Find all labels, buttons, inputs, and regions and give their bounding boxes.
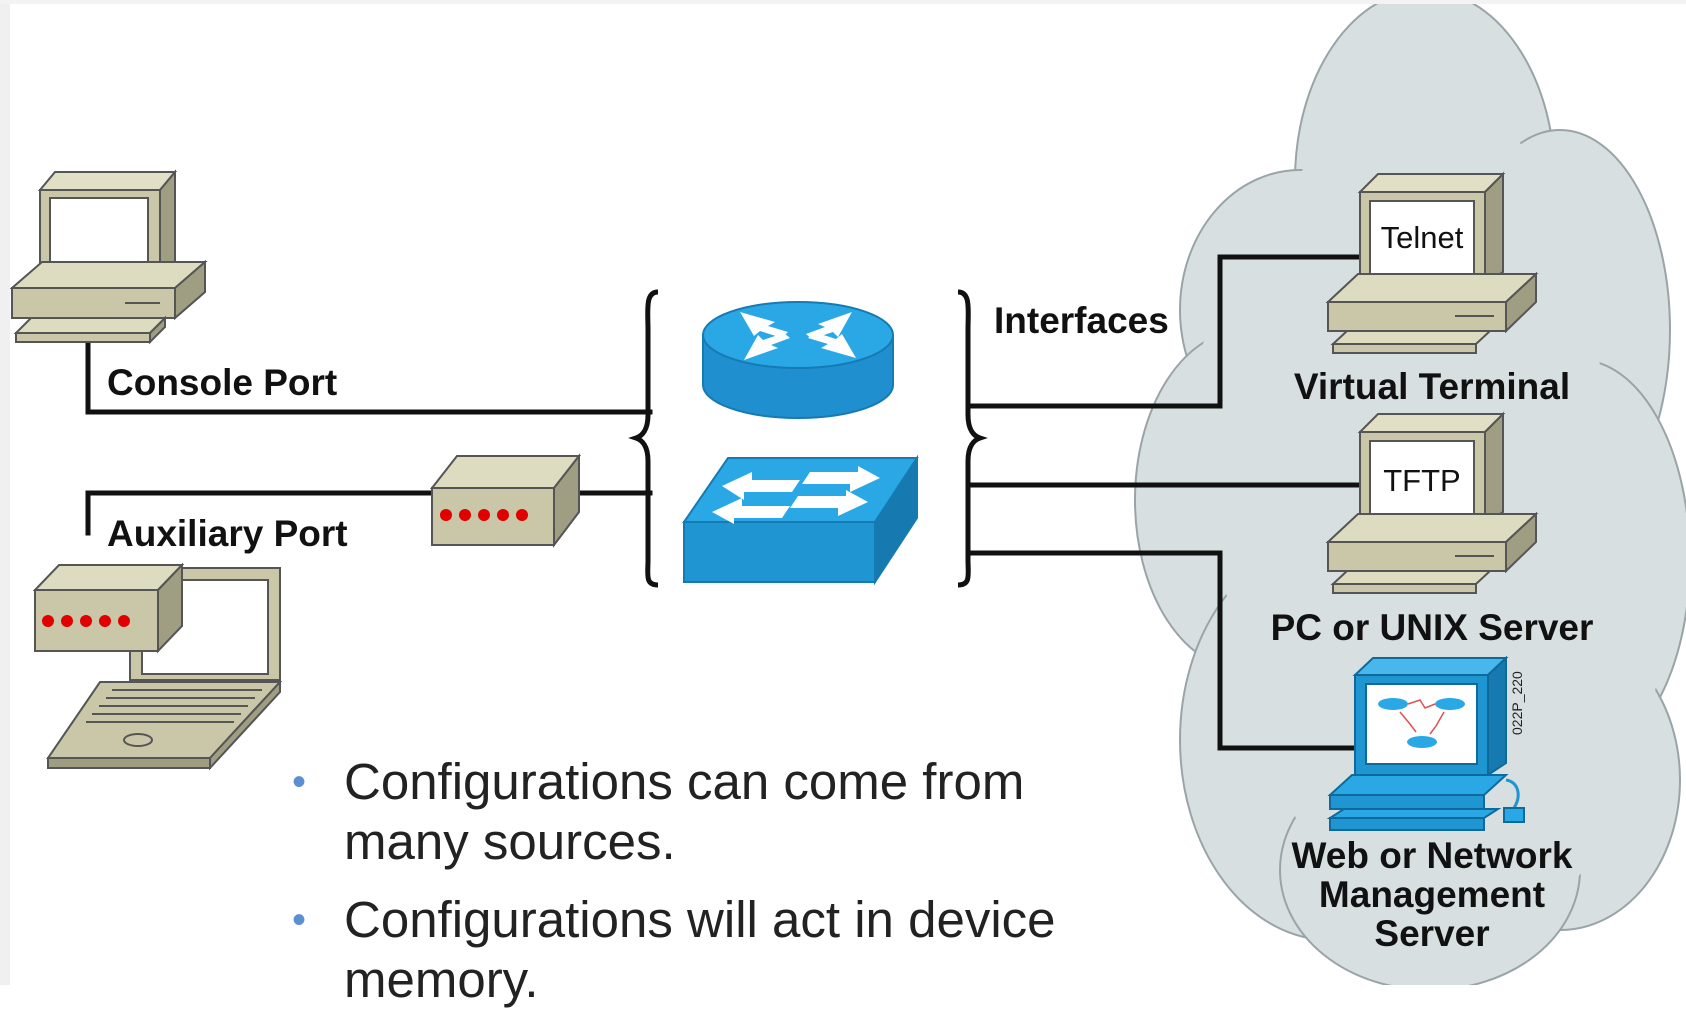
telnet-pc-icon — [1325, 171, 1539, 354]
pc-unix-server-label: PC or UNIX Server — [1271, 607, 1594, 648]
diagram-stage: Telnet TFTP 02 — [0, 0, 1686, 985]
bullet-list: Configurations can come from many source… — [290, 752, 1150, 1028]
figure-code: 022P_220 — [1509, 671, 1525, 735]
router-icon — [702, 301, 894, 419]
network-diagram: Telnet TFTP 02 — [9, 0, 1686, 991]
modem-icon — [32, 562, 185, 654]
web-server-label-line3: Server — [1374, 913, 1489, 954]
slide-edge-left — [0, 0, 10, 985]
tftp-pc-icon — [1325, 411, 1539, 594]
right-brace — [957, 289, 988, 588]
interfaces-label: Interfaces — [994, 300, 1169, 341]
web-server-label-line1: Web or Network — [1292, 835, 1573, 876]
tftp-screen-label: TFTP — [1383, 463, 1461, 498]
console-pc-icon — [9, 169, 208, 345]
bullet-item: Configurations will act in device memory… — [290, 890, 1150, 1010]
telnet-screen-label: Telnet — [1381, 220, 1464, 255]
bullet-item: Configurations can come from many source… — [290, 752, 1150, 872]
slide-edge-top — [0, 0, 1686, 4]
connection-lines — [85, 254, 1368, 751]
left-brace — [628, 289, 659, 588]
aux-modem-icon — [429, 453, 582, 548]
auxiliary-port-label: Auxiliary Port — [107, 513, 348, 554]
switch-icon — [682, 454, 919, 586]
web-server-label-line2: Management — [1319, 874, 1545, 915]
virtual-terminal-label: Virtual Terminal — [1294, 366, 1570, 407]
console-port-label: Console Port — [107, 362, 337, 403]
management-server-icon — [1326, 655, 1525, 831]
